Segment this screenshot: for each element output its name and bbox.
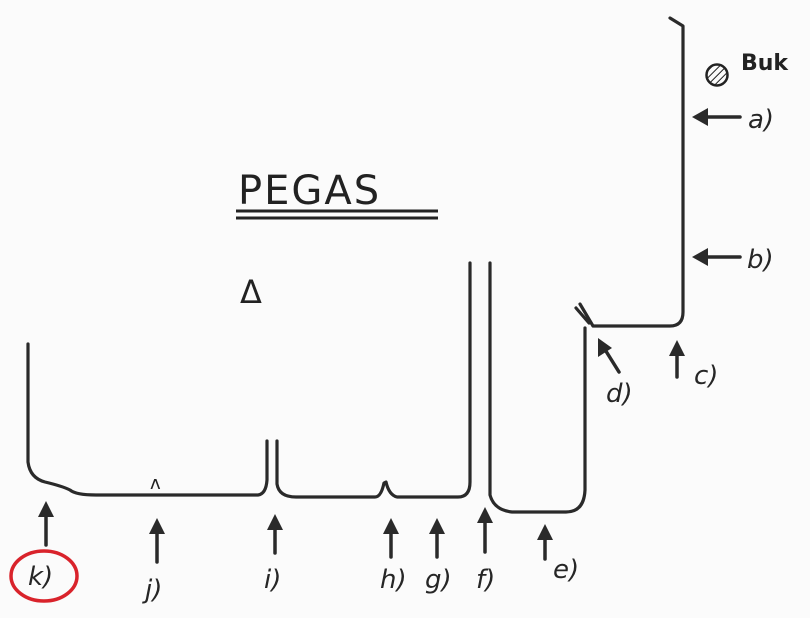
curve-segment-top <box>578 16 685 328</box>
marker-label-e: e) <box>553 555 579 585</box>
marker-label-j: j) <box>142 575 162 605</box>
marker-label-a: a) <box>748 105 774 135</box>
curve-segment-left <box>26 342 269 497</box>
marker-label-i: i) <box>264 565 281 595</box>
curve-segment-right <box>488 261 587 514</box>
curve-mark: ᴧ <box>150 473 161 494</box>
highlight-circle-k <box>9 549 79 603</box>
arrow-i <box>267 514 283 555</box>
curve-notch <box>574 306 591 325</box>
diagram-title: PEGAS <box>238 168 381 214</box>
arrow-j <box>149 518 165 564</box>
hatched-circle-icon <box>705 63 729 87</box>
arrow-g <box>429 518 445 559</box>
arrow-d <box>598 338 621 374</box>
arrow-h <box>383 518 399 559</box>
arrow-b <box>692 248 742 266</box>
arrow-f <box>477 507 493 554</box>
triangle-symbol: Δ <box>240 273 262 311</box>
arrow-c <box>669 340 685 379</box>
marker-label-f: f) <box>476 565 495 595</box>
marker-label-h: h) <box>380 565 407 595</box>
marker-label-c: c) <box>694 361 718 391</box>
marker-label-d: d) <box>606 379 633 409</box>
arrow-a <box>692 108 742 126</box>
legend-label: Buk <box>741 51 789 76</box>
marker-label-b: b) <box>747 245 774 275</box>
arrow-k <box>38 501 54 547</box>
arrow-e <box>537 524 553 561</box>
curve-segment-middle <box>275 261 472 499</box>
marker-label-k: k) <box>28 562 53 592</box>
marker-label-g: g) <box>425 565 452 595</box>
